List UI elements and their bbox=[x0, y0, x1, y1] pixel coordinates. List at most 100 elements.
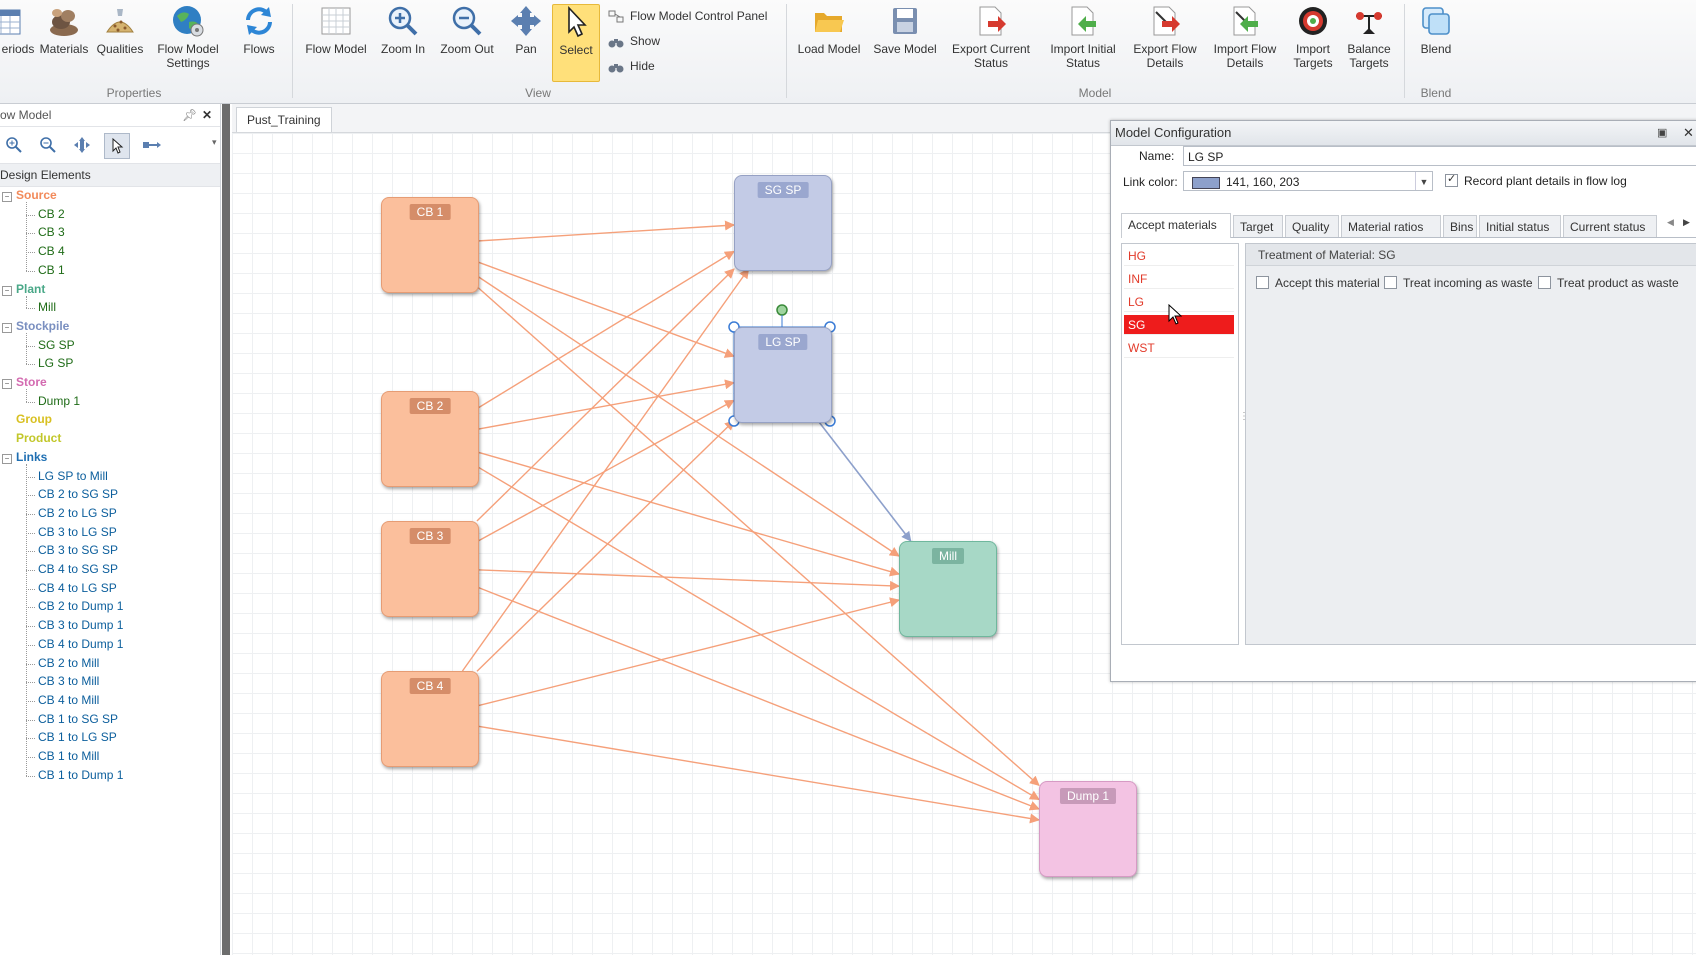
save-model-button[interactable]: Save Model bbox=[872, 4, 938, 56]
link-tool[interactable] bbox=[140, 133, 164, 157]
tree-item[interactable]: CB 3 to Mill bbox=[38, 674, 100, 689]
tree-item[interactable]: CB 2 to SG SP bbox=[38, 487, 119, 502]
node-mill[interactable]: Mill bbox=[899, 541, 997, 637]
checkbox-icon[interactable] bbox=[1445, 172, 1458, 188]
record-plant-checkbox[interactable]: Record plant details in flow log bbox=[1445, 172, 1627, 188]
link-cb3-to-dump1[interactable] bbox=[476, 586, 1040, 811]
zoom-in-tool[interactable] bbox=[2, 133, 26, 157]
tree-category-group[interactable]: Group bbox=[16, 412, 52, 427]
node-dump1[interactable]: Dump 1 bbox=[1039, 781, 1137, 877]
tab-quality[interactable]: Quality bbox=[1285, 215, 1339, 237]
load-model-button[interactable]: Load Model bbox=[796, 4, 862, 56]
tree-item[interactable]: LG SP bbox=[38, 356, 74, 371]
tree-category-store[interactable]: Store bbox=[16, 375, 47, 389]
node-cb4[interactable]: CB 4 bbox=[381, 671, 479, 767]
link-cb1-to-dump1[interactable] bbox=[476, 286, 1040, 787]
import-initial-status-button[interactable]: Import Initial Status bbox=[1044, 4, 1122, 70]
material-item[interactable]: INF bbox=[1124, 269, 1234, 289]
select-tool[interactable] bbox=[104, 133, 130, 159]
materials-button[interactable]: Materials bbox=[38, 4, 90, 56]
tree-item[interactable]: CB 1 to Dump 1 bbox=[38, 767, 124, 782]
flow-model-control-panel-button[interactable]: Flow Model Control Panel bbox=[608, 9, 767, 24]
pan-tool[interactable] bbox=[70, 133, 94, 157]
tab-material-ratios[interactable]: Material ratios bbox=[1341, 215, 1441, 237]
blend-button[interactable]: Blend bbox=[1412, 4, 1460, 56]
material-item[interactable]: HG bbox=[1124, 246, 1234, 266]
link-cb2-to-dump1[interactable] bbox=[476, 465, 1040, 801]
tree-item[interactable]: SG SP bbox=[38, 337, 75, 352]
tree-category-product[interactable]: Product bbox=[16, 431, 62, 446]
link-cb1-to-mill[interactable] bbox=[476, 275, 900, 557]
link-cb4-to-dump1[interactable] bbox=[476, 725, 1040, 824]
treat-product-waste-checkbox[interactable]: Treat product as waste bbox=[1538, 276, 1679, 290]
tab-pust-training[interactable]: Pust_Training bbox=[236, 107, 332, 132]
tree-category-links[interactable]: Links bbox=[16, 449, 48, 464]
link-color-select[interactable]: 141, 160, 203 ▼ bbox=[1183, 171, 1433, 191]
qualities-button[interactable]: Qualities bbox=[94, 4, 146, 56]
link-lgsp-to-mill[interactable] bbox=[817, 420, 912, 542]
rotate-handle[interactable] bbox=[776, 304, 788, 316]
tree-item[interactable]: CB 2 to Dump 1 bbox=[38, 599, 124, 614]
export-current-status-button[interactable]: Export Current Status bbox=[946, 4, 1036, 70]
pin-icon[interactable]: 📌︎ bbox=[182, 108, 198, 122]
close-icon[interactable]: ✕ bbox=[202, 108, 213, 122]
link-cb3-to-mill[interactable] bbox=[476, 569, 900, 591]
link-cb4-to-sgsp[interactable] bbox=[461, 268, 750, 672]
zoom-out-tool[interactable] bbox=[36, 133, 60, 157]
link-cb1-to-sgsp[interactable] bbox=[476, 220, 735, 242]
material-item[interactable]: SG bbox=[1124, 315, 1234, 335]
flow-model-settings-button[interactable]: Flow Model Settings bbox=[152, 4, 224, 70]
tree-category-stockpile[interactable]: Stockpile bbox=[16, 318, 70, 333]
tree-collapse-icon[interactable]: − bbox=[2, 453, 12, 464]
tree-item[interactable]: CB 2 to LG SP bbox=[38, 505, 117, 520]
tree-item[interactable]: CB 4 to Dump 1 bbox=[38, 636, 124, 651]
flow-model-button[interactable]: Flow Model bbox=[302, 4, 370, 56]
tab-accept-materials[interactable]: Accept materials bbox=[1121, 213, 1231, 238]
import-targets-button[interactable]: Import Targets bbox=[1288, 4, 1338, 70]
tree-item[interactable]: CB 3 to Dump 1 bbox=[38, 618, 124, 633]
tree-item[interactable]: CB 2 bbox=[38, 206, 65, 221]
chevron-down-icon[interactable]: ▼ bbox=[1415, 172, 1432, 190]
tree-item[interactable]: CB 2 to Mill bbox=[38, 655, 100, 670]
node-sgsp[interactable]: SG SP bbox=[734, 175, 832, 271]
node-lgsp[interactable]: LG SP bbox=[734, 327, 832, 423]
tree-item[interactable]: CB 4 to SG SP bbox=[38, 562, 119, 576]
tree-category-plant[interactable]: Plant bbox=[16, 281, 46, 296]
tab-bins[interactable]: Bins bbox=[1443, 215, 1477, 237]
import-flow-details-button[interactable]: Import Flow Details bbox=[1208, 4, 1282, 70]
export-flow-details-button[interactable]: Export Flow Details bbox=[1130, 4, 1200, 70]
panel-splitter[interactable] bbox=[222, 104, 230, 955]
tree-item[interactable]: Dump 1 bbox=[38, 393, 81, 408]
checkbox-icon[interactable] bbox=[1538, 276, 1551, 290]
zoom-out-button[interactable]: Zoom Out bbox=[438, 4, 496, 56]
link-cb2-to-sgsp[interactable] bbox=[476, 250, 735, 410]
flows-button[interactable]: Flows bbox=[236, 4, 282, 56]
tree-item[interactable]: CB 1 bbox=[38, 262, 65, 277]
tab-scroll-left-icon[interactable]: ◀ bbox=[1667, 217, 1674, 227]
balance-targets-button[interactable]: Balance Targets bbox=[1342, 4, 1396, 70]
tree-item[interactable]: CB 1 to LG SP bbox=[38, 730, 117, 745]
tree-item[interactable]: LG SP to Mill bbox=[38, 468, 108, 483]
tree-item[interactable]: CB 3 to LG SP bbox=[38, 524, 117, 539]
node-cb2[interactable]: CB 2 bbox=[381, 391, 479, 487]
tree-item[interactable]: CB 4 to Mill bbox=[38, 692, 100, 707]
material-item[interactable]: LG bbox=[1124, 292, 1234, 312]
select-button[interactable]: Select bbox=[552, 4, 600, 82]
tree-collapse-icon[interactable]: − bbox=[2, 379, 12, 389]
name-field[interactable]: LG SP bbox=[1183, 146, 1696, 166]
pan-button[interactable]: Pan bbox=[506, 4, 546, 56]
tree-collapse-icon[interactable]: − bbox=[2, 192, 12, 202]
tree-item[interactable]: CB 1 to Mill bbox=[38, 749, 100, 763]
zoom-in-button[interactable]: Zoom In bbox=[378, 4, 428, 56]
link-cb1-to-lgsp[interactable] bbox=[476, 261, 735, 358]
tree-item[interactable]: CB 3 to SG SP bbox=[38, 543, 119, 558]
tab-scroll-right-icon[interactable]: ▶ bbox=[1683, 217, 1690, 227]
tree-item[interactable]: CB 3 bbox=[38, 225, 65, 240]
tab-target[interactable]: Target bbox=[1233, 215, 1283, 237]
accept-material-checkbox[interactable]: Accept this material bbox=[1256, 276, 1380, 290]
checkbox-icon[interactable] bbox=[1256, 276, 1269, 290]
show-button[interactable]: Show bbox=[608, 34, 660, 49]
periods-button[interactable]: eriods bbox=[0, 4, 36, 56]
node-cb1[interactable]: CB 1 bbox=[381, 197, 479, 293]
tree-collapse-icon[interactable]: − bbox=[2, 322, 12, 333]
